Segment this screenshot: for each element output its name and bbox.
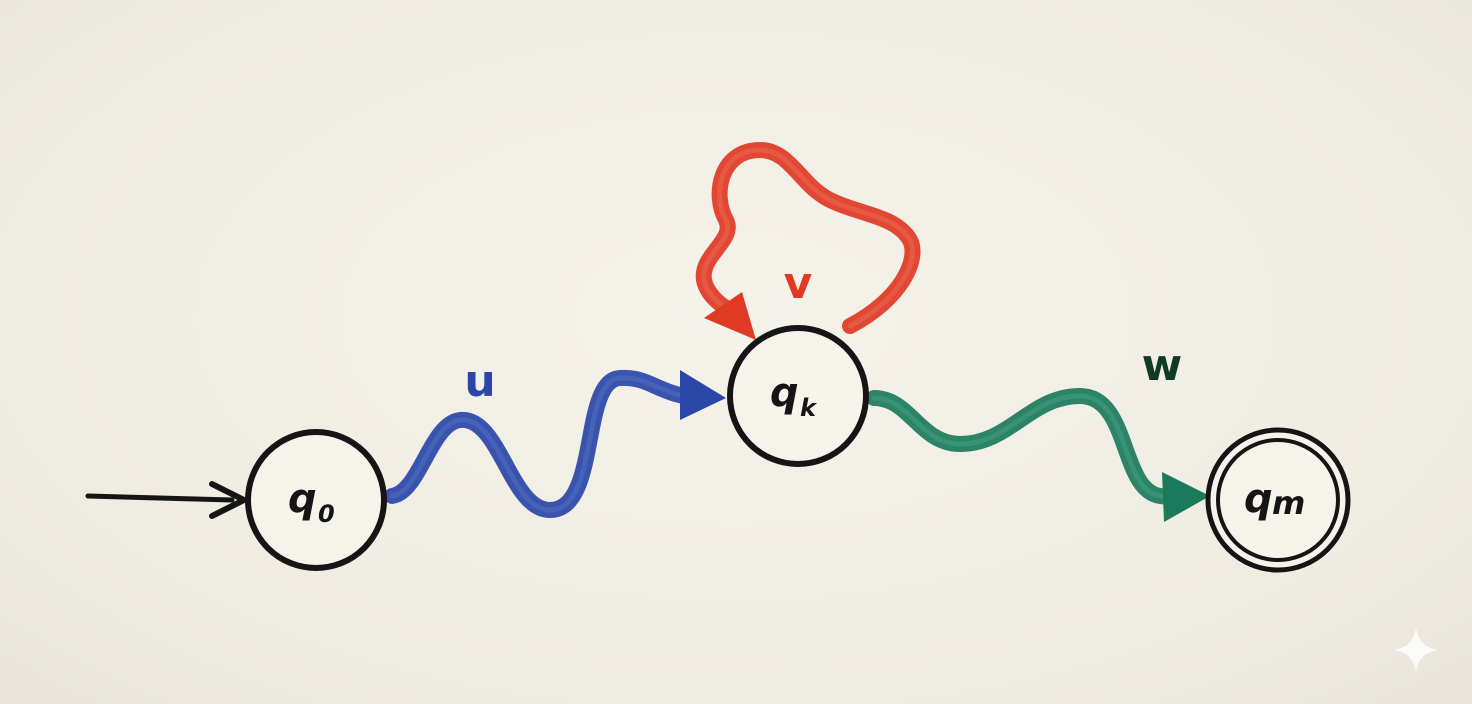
- state-qm-label: q: [1244, 476, 1273, 522]
- state-q0-subscript: 0: [318, 500, 335, 528]
- edge-u-label: u: [464, 356, 495, 407]
- edge-w-label: w: [1142, 340, 1183, 391]
- edge-v-label: v: [784, 258, 813, 309]
- edge-u: [384, 369, 726, 519]
- sparkle-icon: [1394, 628, 1438, 672]
- edge-v-arrowhead: [704, 292, 756, 340]
- state-qm-subscript: m: [1272, 484, 1305, 522]
- edge-w-arrowhead: [1162, 472, 1210, 522]
- state-qm: q m: [1205, 427, 1351, 573]
- initial-arrow: [85, 493, 235, 503]
- state-q0-label: q: [288, 476, 317, 522]
- state-qk: q k: [727, 325, 869, 467]
- edge-u-arrowhead: [680, 370, 726, 420]
- state-qk-subscript: k: [800, 394, 818, 422]
- edge-w: [866, 387, 1210, 522]
- state-q0: q 0: [245, 429, 387, 571]
- initial-arrowhead: [209, 481, 247, 519]
- edge-v-loop: [695, 141, 921, 340]
- state-qk-label: q: [770, 370, 799, 416]
